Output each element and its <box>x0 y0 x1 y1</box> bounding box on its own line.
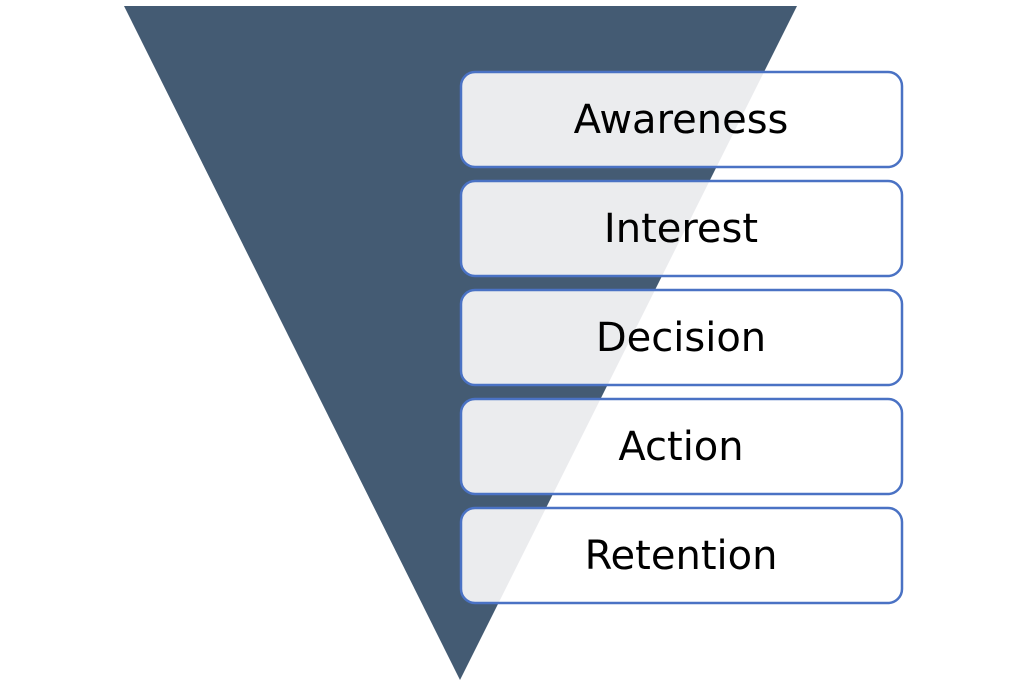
stage-decision: Decision <box>459 288 904 387</box>
stage-label-interest: Interest <box>604 206 758 252</box>
stage-interest: Interest <box>459 179 904 278</box>
stage-retention: Retention <box>459 506 904 605</box>
stage-action: Action <box>459 397 904 496</box>
stage-box <box>461 508 902 603</box>
stage-box-border <box>459 506 904 605</box>
stage-label-awareness: Awareness <box>574 97 789 143</box>
stage-label-retention: Retention <box>585 533 778 579</box>
stage-awareness: Awareness <box>459 70 904 169</box>
stage-box-border <box>459 179 904 278</box>
stage-box-border <box>459 397 904 496</box>
stage-label-decision: Decision <box>596 315 766 361</box>
stage-box-border <box>459 70 904 169</box>
stage-label-action: Action <box>618 424 743 470</box>
stage-box-border <box>459 288 904 387</box>
stage-list: Awareness Interest Decision Action <box>459 70 904 605</box>
